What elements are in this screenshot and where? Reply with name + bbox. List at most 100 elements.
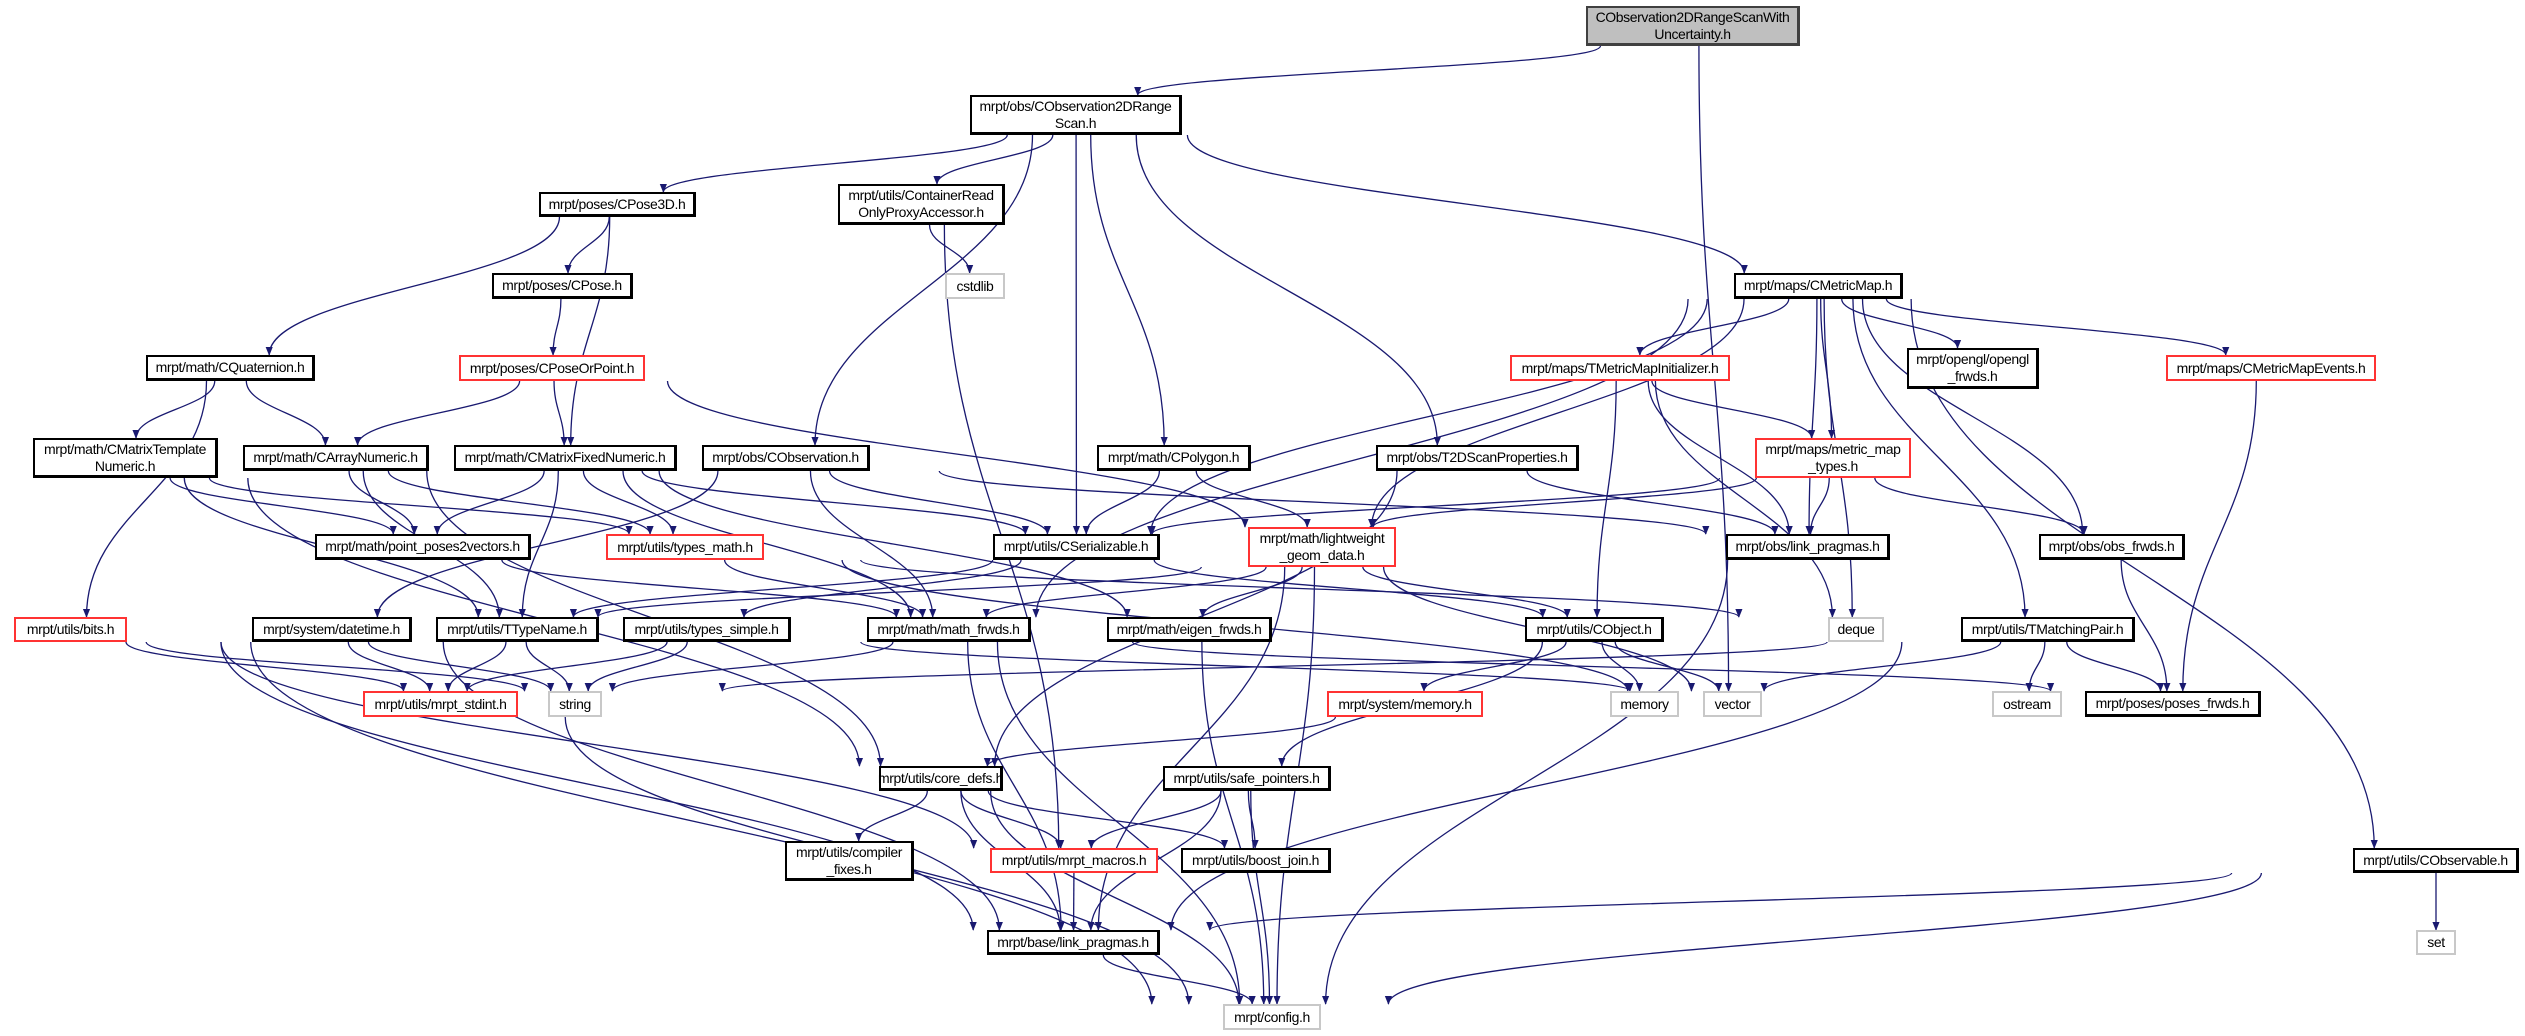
node-cmtn[interactable]: mrpt/math/CMatrixTemplate Numeric.h bbox=[33, 438, 218, 478]
edge-cmtn-to-typesmath bbox=[208, 477, 633, 535]
node-posesfrwds[interactable]: mrpt/poses/poses_frwds.h bbox=[2085, 691, 2261, 717]
node-tmmi[interactable]: mrpt/maps/TMetricMapInitializer.h bbox=[1510, 355, 1730, 381]
node-t2d[interactable]: mrpt/obs/T2DScanProperties.h bbox=[1376, 445, 1579, 471]
node-datetime[interactable]: mrpt/system/datetime.h bbox=[252, 617, 412, 642]
node-string: string bbox=[548, 691, 602, 717]
edge-obsfrwds-to-posesfrwds bbox=[2120, 559, 2171, 692]
node-opengl[interactable]: mrpt/opengl/opengl _frwds.h bbox=[1907, 348, 2039, 389]
node-cobs[interactable]: mrpt/obs/CObservation.h bbox=[702, 445, 870, 471]
node-tmatch[interactable]: mrpt/utils/TMatchingPair.h bbox=[1961, 617, 2135, 642]
edge-cmfn-to-mathfrwds bbox=[622, 470, 915, 618]
edge-baselp-to-config bbox=[1102, 954, 1256, 1005]
node-cstdlib: cstdlib bbox=[945, 273, 1005, 299]
node-scan[interactable]: mrpt/obs/CObservation2DRange Scan.h bbox=[970, 95, 1182, 135]
edge-cpose-to-cposeorpoint bbox=[549, 298, 562, 356]
edge-scan-to-cpolygon bbox=[1090, 134, 1168, 446]
node-set: set bbox=[2416, 930, 2456, 955]
node-bits[interactable]: mrpt/utils/bits.h bbox=[14, 617, 127, 642]
node-memoryh[interactable]: mrpt/system/memory.h bbox=[1327, 691, 1483, 717]
node-obsfrwds[interactable]: mrpt/obs/obs_frwds.h bbox=[2039, 534, 2185, 560]
node-carray[interactable]: mrpt/math/CArrayNumeric.h bbox=[243, 445, 429, 471]
edge-cmetricmap-to-lwgd bbox=[1368, 298, 1745, 528]
edge-lwgd-to-cobject bbox=[1362, 566, 1571, 618]
node-eigenfrwds[interactable]: mrpt/math/eigen_frwds.h bbox=[1107, 617, 1272, 642]
edge-mmt-to-obsfrwds bbox=[1874, 477, 2088, 535]
edge-root-to-scan bbox=[1134, 45, 1602, 96]
node-ttypename[interactable]: mrpt/utils/TTypeName.h bbox=[436, 617, 599, 642]
node-cmetricmap[interactable]: mrpt/maps/CMetricMap.h bbox=[1734, 273, 1903, 299]
edge-cmetricmap-to-cobservable bbox=[1910, 298, 2378, 849]
edge-cpose3d-to-cpose bbox=[564, 216, 610, 274]
edge-bits-to-macros bbox=[220, 641, 978, 849]
edge-cobject-to-vector bbox=[1614, 641, 1723, 692]
edge-coredefs-to-config bbox=[990, 790, 1243, 1005]
node-mathfrwds[interactable]: mrpt/math/math_frwds.h bbox=[867, 617, 1031, 642]
node-cmme[interactable]: mrpt/maps/CMetricMapEvents.h bbox=[2166, 355, 2376, 381]
edge-carray-to-typesmath bbox=[387, 470, 654, 535]
edge-cpose3d-to-cquat bbox=[265, 216, 561, 356]
edge-t2d-to-obslp bbox=[1526, 470, 1779, 535]
edge-datetime-to-string bbox=[367, 641, 555, 692]
node-mmt[interactable]: mrpt/maps/metric_map _types.h bbox=[1755, 438, 1911, 478]
edge-typesmath-to-mathfrwds bbox=[723, 559, 927, 618]
node-macros[interactable]: mrpt/utils/mrpt_macros.h bbox=[990, 848, 1158, 873]
edge-coredefs-to-boostjoin bbox=[987, 790, 1229, 849]
edge-coredefs-to-compfix bbox=[855, 790, 928, 842]
node-safeptr[interactable]: mrpt/utils/safe_pointers.h bbox=[1163, 766, 1331, 791]
node-obslp[interactable]: mrpt/obs/link_pragmas.h bbox=[1726, 534, 1890, 560]
edge-cmetricmap-to-cmme bbox=[1885, 298, 2230, 356]
node-lwgd[interactable]: mrpt/math/lightweight _geom_data.h bbox=[1248, 527, 1396, 567]
node-deque: deque bbox=[1828, 617, 1884, 642]
node-cposeorpoint[interactable]: mrpt/poses/CPoseOrPoint.h bbox=[459, 355, 645, 381]
node-cpose3d[interactable]: mrpt/poses/CPose3D.h bbox=[539, 192, 696, 217]
edge-cser-to-ttypename bbox=[569, 559, 994, 618]
node-cpose[interactable]: mrpt/poses/CPose.h bbox=[492, 273, 633, 299]
edge-cquat-to-cmtn bbox=[132, 380, 216, 439]
edge-ttypename-to-string bbox=[525, 641, 573, 692]
node-container[interactable]: mrpt/utils/ContainerRead OnlyProxyAccess… bbox=[838, 184, 1005, 225]
edge-cmfn-to-typesmath bbox=[582, 470, 677, 535]
edge-cobs-to-cser bbox=[828, 470, 1051, 535]
edge-cpolygon-to-lwgd bbox=[1195, 470, 1311, 528]
edge-cobs-to-obslp bbox=[938, 470, 1710, 535]
edge-cposeorpoint-to-lwgd bbox=[666, 380, 1249, 528]
edge-obslp-to-config bbox=[1322, 559, 1729, 1005]
edge-memoryh-to-coredefs bbox=[983, 716, 1337, 767]
node-typesmath[interactable]: mrpt/utils/types_math.h bbox=[606, 534, 764, 560]
edge-scan-to-cobs bbox=[811, 134, 1034, 446]
edge-scan-to-container bbox=[933, 134, 1054, 185]
edge-scan-to-cmetricmap bbox=[1186, 134, 1748, 274]
node-cpolygon[interactable]: mrpt/math/CPolygon.h bbox=[1097, 445, 1251, 471]
node-stdint[interactable]: mrpt/utils/mrpt_stdint.h bbox=[363, 691, 518, 717]
edge-tmmi-to-deque bbox=[1654, 380, 1836, 618]
edge-tmatch-to-posesfrwds bbox=[2066, 641, 2165, 692]
node-pp2v[interactable]: mrpt/math/point_poses2vectors.h bbox=[315, 534, 531, 560]
node-root[interactable]: CObservation2DRangeScanWith Uncertainty.… bbox=[1586, 6, 1800, 46]
edge-scan-to-t2d bbox=[1135, 134, 1441, 446]
node-vector: vector bbox=[1703, 691, 1762, 717]
edge-typessimple-to-string bbox=[584, 641, 688, 692]
edge-mmt-to-obslp bbox=[1806, 477, 1830, 535]
node-cser[interactable]: mrpt/utils/CSerializable.h bbox=[993, 534, 1160, 560]
edge-cmetricmap-to-tmatch bbox=[1852, 298, 2029, 618]
node-cmfn[interactable]: mrpt/math/CMatrixFixedNumeric.h bbox=[454, 445, 677, 471]
edge-mmt-to-cser bbox=[1148, 477, 1721, 535]
edge-cmfn-to-cser bbox=[641, 470, 1029, 535]
node-coredefs[interactable]: mrpt/utils/core_defs.h bbox=[878, 766, 1003, 791]
edge-cobject-to-memoryh bbox=[1420, 641, 1567, 692]
node-baselp[interactable]: mrpt/base/link_pragmas.h bbox=[987, 930, 1160, 955]
edge-cposeorpoint-to-cmfn bbox=[553, 380, 568, 446]
edge-cobject-to-memory bbox=[1601, 641, 1644, 692]
edge-coredefs-to-macros bbox=[960, 790, 1065, 849]
edge-cmetricmap-to-obslp bbox=[1805, 298, 1818, 535]
node-cobject[interactable]: mrpt/utils/CObject.h bbox=[1525, 617, 1664, 642]
edge-typessimple-to-vector bbox=[860, 641, 1634, 692]
node-typessimple[interactable]: mrpt/utils/types_simple.h bbox=[623, 617, 791, 642]
edge-lwgd-to-eigenfrwds bbox=[1199, 566, 1303, 618]
node-cobservable[interactable]: mrpt/utils/CObservable.h bbox=[2353, 848, 2519, 873]
node-compfix[interactable]: mrpt/utils/compiler _fixes.h bbox=[785, 841, 914, 881]
node-cquat[interactable]: mrpt/math/CQuaternion.h bbox=[146, 355, 315, 381]
node-boostjoin[interactable]: mrpt/utils/boost_join.h bbox=[1181, 848, 1331, 873]
edge-tmatch-to-vector bbox=[1760, 641, 2002, 692]
